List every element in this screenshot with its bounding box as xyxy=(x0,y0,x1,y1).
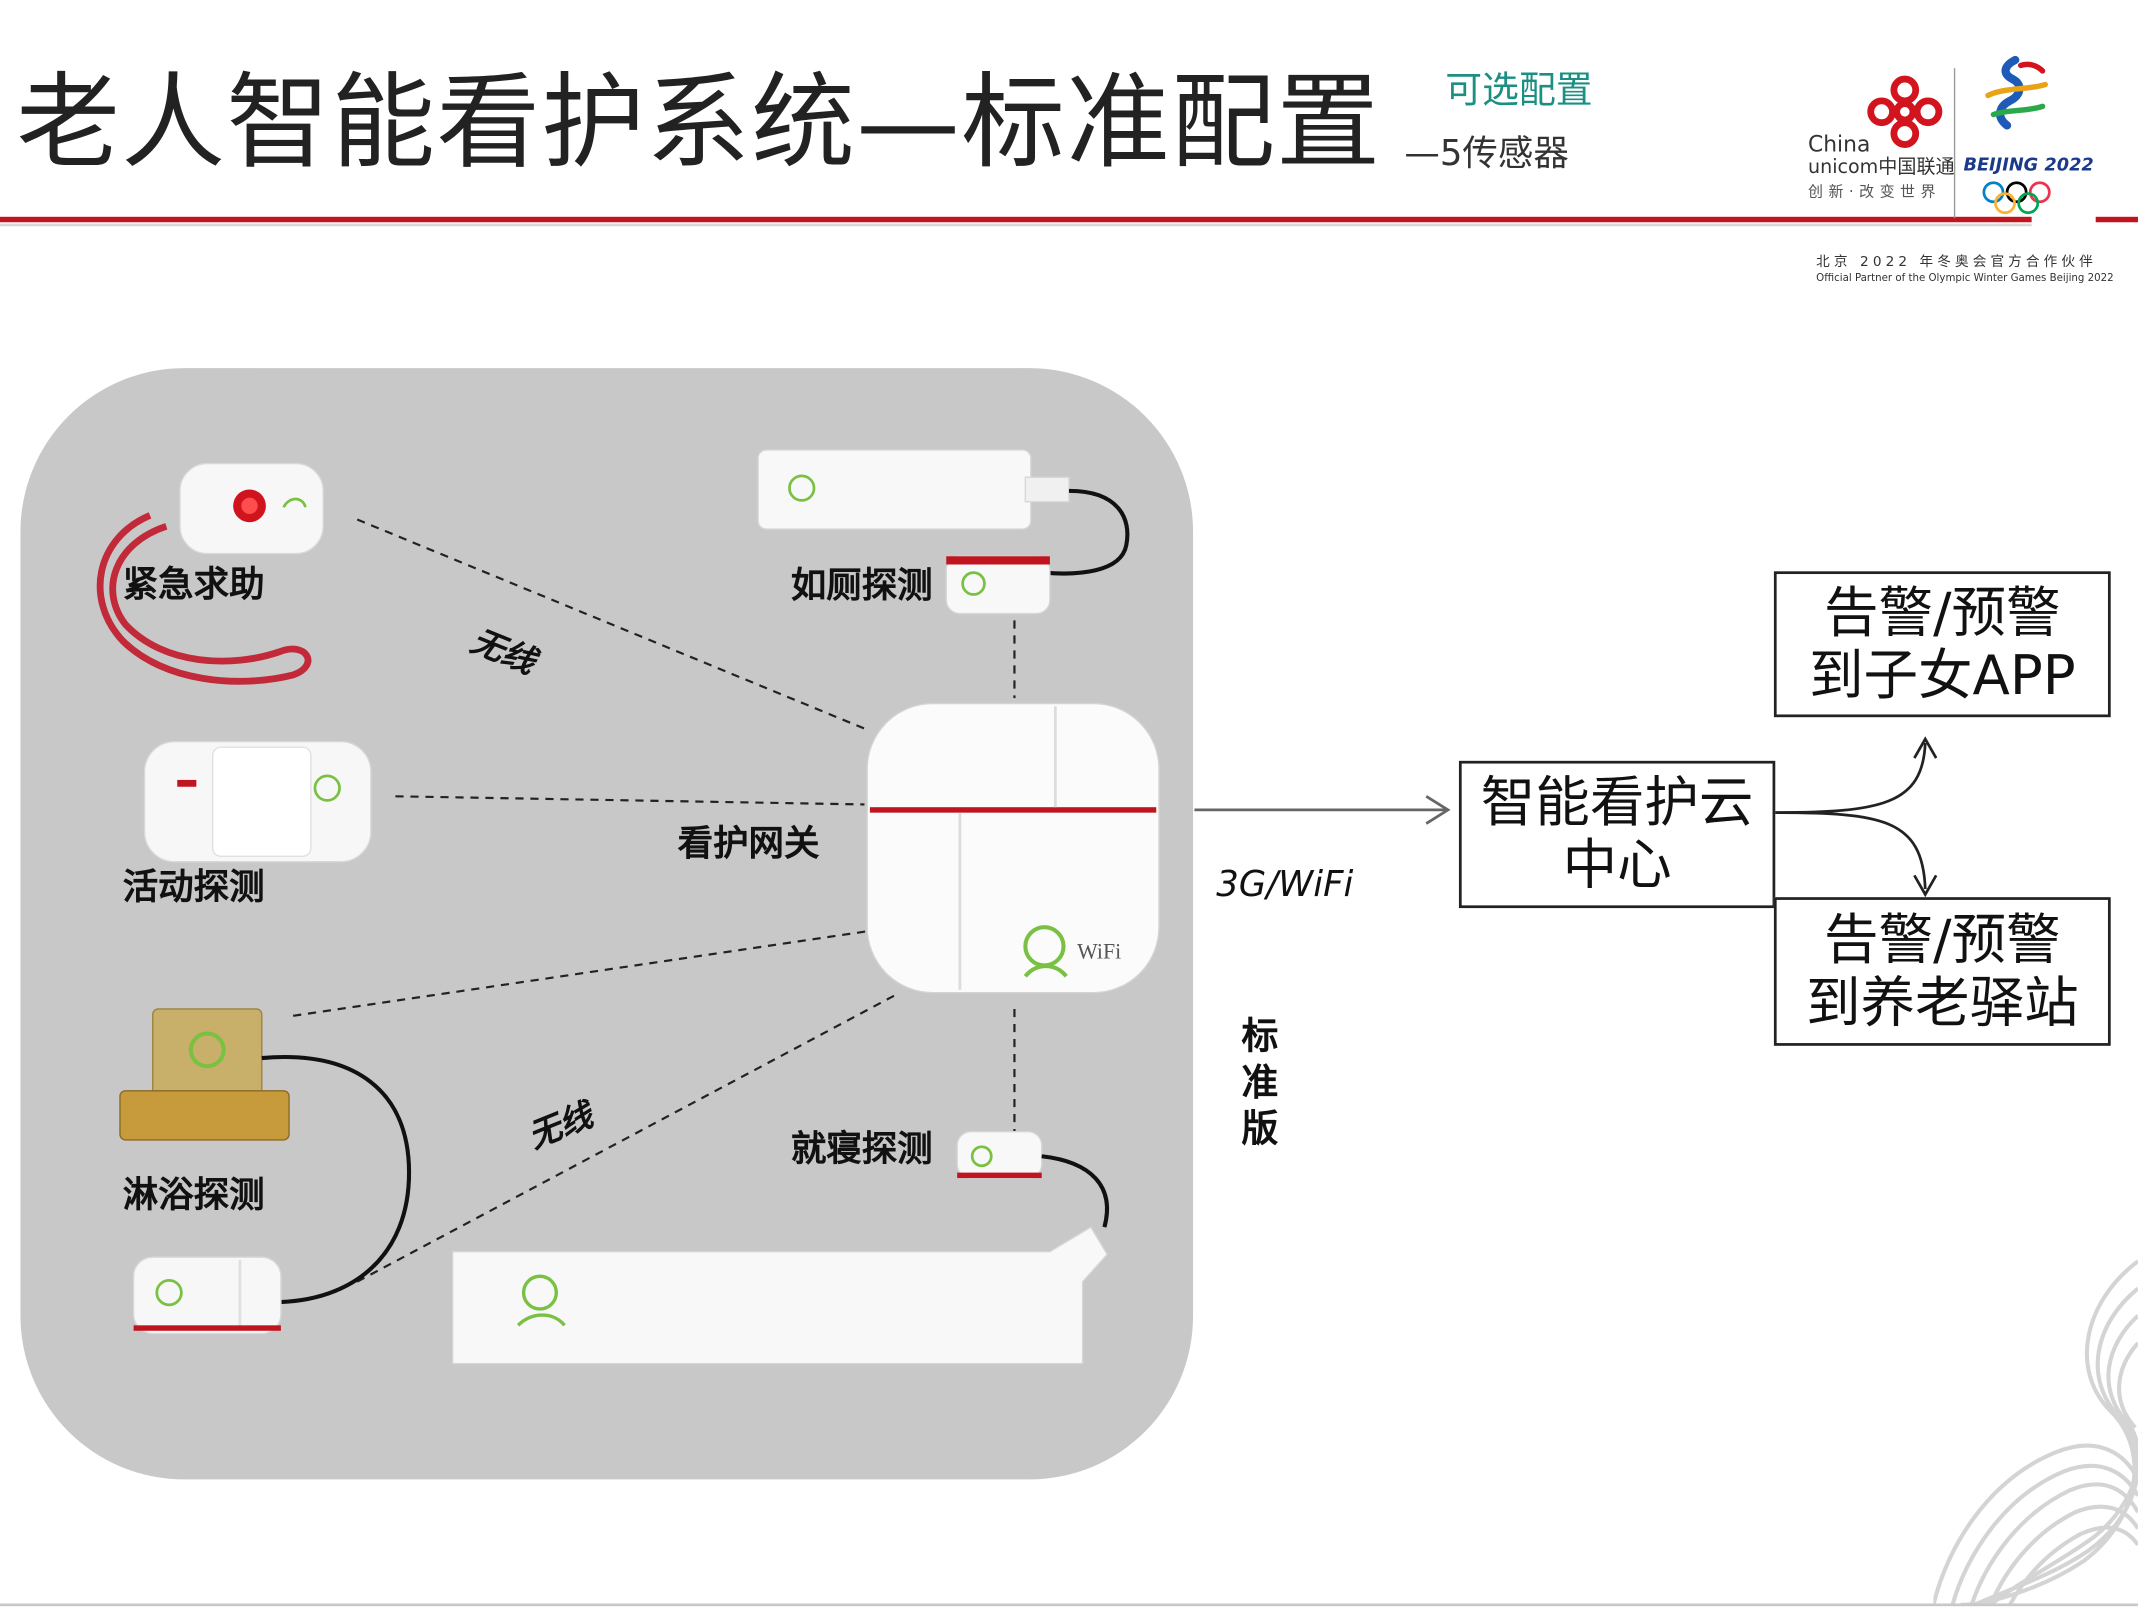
logo-brand-name: unicom中国联通 xyxy=(1808,156,1955,179)
gateway-hub-device xyxy=(866,702,1160,994)
alert-station-box: 告警/预警 到养老驿站 xyxy=(1773,897,2111,1046)
label-toilet: 如厕探测 xyxy=(790,565,933,607)
logo-slogan: 创新·改变世界 xyxy=(1808,182,1941,201)
header-divider-right xyxy=(2095,216,2138,223)
emergency-button-device xyxy=(96,462,324,685)
olympic-rings-icon xyxy=(1982,181,2051,215)
alert-app-box: 告警/预警 到子女APP xyxy=(1773,571,2111,718)
optional-config-label: 可选配置 xyxy=(1445,69,1593,112)
cloud-center-box: 智能看护云 中心 xyxy=(1458,760,1776,909)
wireless-links xyxy=(292,518,1016,1283)
logo-partner-cn: 北京 2022 年冬奥会官方合作伙伴 xyxy=(1816,254,2097,270)
logo-games-name: BEIJING 2022 xyxy=(1963,155,2094,176)
label-shower: 淋浴探测 xyxy=(122,1175,265,1217)
decorative-knot-pattern xyxy=(1933,1259,2138,1605)
logo-partner-en: Official Partner of the Olympic Winter G… xyxy=(1816,271,2114,284)
bed-sensor-device xyxy=(452,1131,1110,1365)
uplink-arrow xyxy=(1194,795,1451,825)
cloud-center-line1: 智能看护云 xyxy=(1480,771,1754,835)
logo-divider xyxy=(1953,68,1956,219)
label-gateway: 看护网关 xyxy=(677,823,820,865)
cloud-center-line2: 中心 xyxy=(1562,834,1672,898)
header-divider xyxy=(0,216,2032,223)
footer-divider xyxy=(0,1603,2138,1607)
alert-branch-arrows xyxy=(1772,736,1938,898)
page-title: 老人智能看护系统—标准配置 xyxy=(16,61,1382,183)
label-uplink: 3G/WiFi xyxy=(1216,864,1354,906)
motion-sensor-device xyxy=(143,741,372,863)
alert-app-line1: 告警/预警 xyxy=(1824,581,2061,645)
logo-brand-en: China xyxy=(1808,130,1871,157)
header-divider-shadow xyxy=(0,223,2032,227)
unicom-knot-icon xyxy=(1867,75,1943,148)
label-motion: 活动探测 xyxy=(122,867,265,909)
winter-games-emblem-icon xyxy=(1985,55,2048,130)
gateway-wifi-badge: WiFi xyxy=(1077,940,1122,964)
alert-app-line2: 到子女APP xyxy=(1808,644,2076,707)
alert-station-line2: 到养老驿站 xyxy=(1805,971,2079,1035)
sensor-count-label: —5传感器 xyxy=(1404,133,1569,175)
alert-station-line1: 告警/预警 xyxy=(1824,908,2061,972)
shower-sensor-device xyxy=(119,1008,412,1335)
label-bed: 就寝探测 xyxy=(790,1128,933,1170)
toilet-sensor-device xyxy=(757,449,1130,615)
label-standard-edition: 标准版 xyxy=(1241,1015,1279,1151)
label-emergency: 紧急求助 xyxy=(122,564,265,606)
